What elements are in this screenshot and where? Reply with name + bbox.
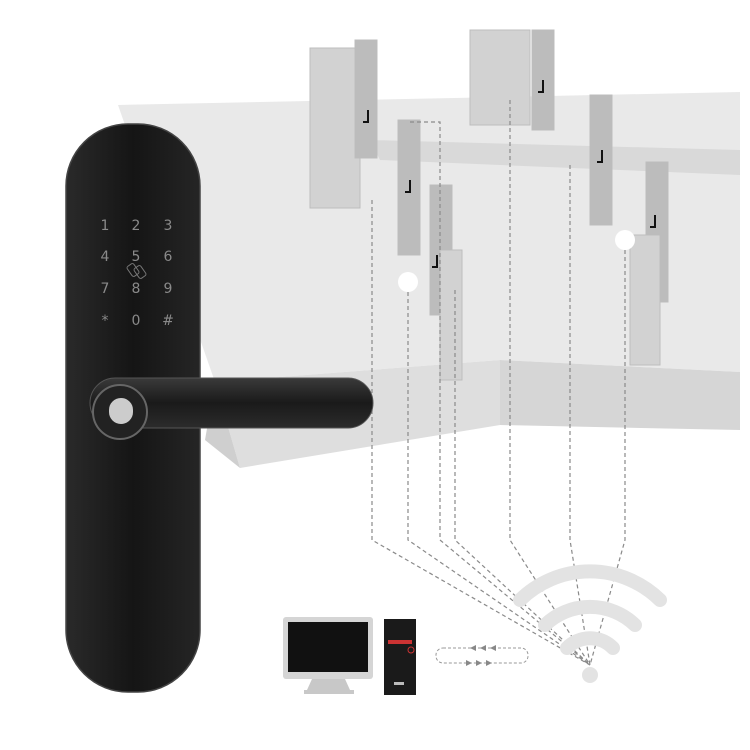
key-2[interactable]: 2 — [131, 218, 141, 234]
sync-arrows-icon — [435, 645, 529, 666]
key-4[interactable]: 4 — [100, 249, 110, 265]
key-7[interactable]: 7 — [100, 281, 110, 297]
key-6[interactable]: 6 — [163, 249, 173, 265]
partition — [469, 29, 531, 126]
partition — [354, 39, 378, 159]
partition — [309, 47, 361, 209]
key-1[interactable]: 1 — [100, 218, 110, 234]
key-hash[interactable]: # — [162, 313, 174, 329]
location-dot — [615, 230, 635, 250]
card-reader-icon — [126, 263, 147, 279]
key-star[interactable]: * — [101, 313, 109, 329]
wifi-icon — [513, 564, 667, 655]
monitor-icon — [283, 617, 373, 694]
pc-tower-icon — [384, 619, 416, 695]
smart-lock — [65, 123, 374, 693]
key-8[interactable]: 8 — [131, 281, 141, 297]
key-9[interactable]: 9 — [163, 281, 173, 297]
key-3[interactable]: 3 — [163, 218, 173, 234]
partition — [629, 234, 661, 366]
key-0[interactable]: 0 — [131, 313, 141, 329]
partition — [439, 249, 463, 381]
fingerprint-sensor — [107, 396, 135, 426]
key-5[interactable]: 5 — [131, 249, 141, 265]
location-dot — [398, 272, 418, 292]
